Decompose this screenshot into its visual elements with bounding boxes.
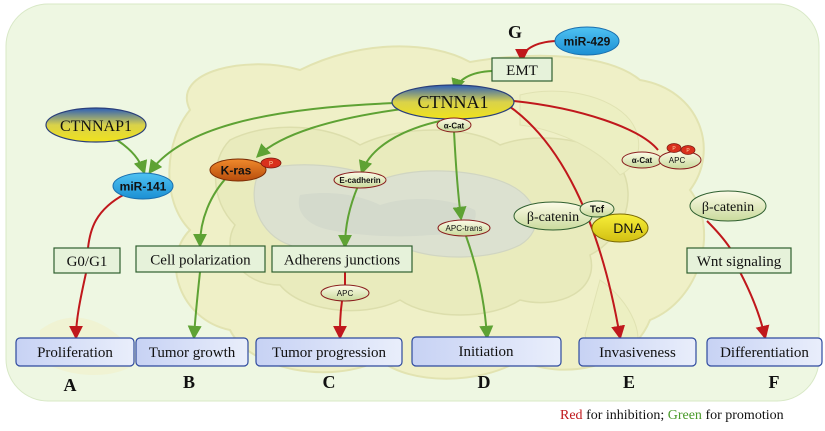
kras-phospho-node [260,157,282,169]
bcatenin-e-label: β-catenin [527,210,579,225]
tcf-label: Tcf [590,205,605,216]
phospho-node-2 [680,145,696,155]
apc-c-label: APC [337,289,354,298]
legend-green-word: Green [667,408,702,423]
outcome-invasiveness-label: Invasiveness [599,345,676,361]
arrow-wnt-differentiation [739,271,770,340]
outcome-tumor-progression-label: Tumor progression [272,345,387,361]
bcatenin-f-node [689,190,767,222]
outcome-tumor-growth [135,337,249,367]
adherens-junctions-label: Adherens junctions [284,253,400,269]
dna-node [591,213,649,243]
outcome-initiation-label: Initiation [459,344,514,360]
apc-trans-node [437,219,491,237]
adherens-junctions-box [271,245,413,273]
phospho-label-1: P [672,146,676,152]
legend: Red for inhibition; Green for promotion [560,408,784,424]
line-mir141-g0g1 [87,193,126,249]
apc-f-label: APC [669,156,686,165]
outcome-initiation [411,336,562,367]
mir429-node [554,26,620,56]
ecadherin-label: E-cadherin [339,176,380,185]
alpha-cat-label-top: α-Cat [444,122,465,131]
arrow-ctnna1-mir141 [148,102,397,175]
outcome-invasiveness [578,337,697,367]
panel-label-a: A [64,375,77,395]
emt-box [491,57,553,82]
ctnnap1-node [45,107,147,143]
arrow-ecadherin-adherens [338,185,359,249]
g0g1-box [53,247,121,274]
phospho-label-2: P [686,148,690,154]
apc-c-node [320,284,370,302]
arrow-alphacat-apctrans [452,130,467,221]
panel-label-g: G [508,22,522,42]
outcome-tumor-progression [255,337,403,367]
alpha-cat-node-top [436,117,472,133]
outcome-tumor-growth-label: Tumor growth [149,345,236,361]
outcome-differentiation [706,337,823,367]
legend-inhibition-text: for inhibition; [582,408,668,423]
wnt-signaling-label: Wnt signaling [697,254,782,270]
panel-label-d: D [478,372,491,392]
outcome-proliferation [15,337,135,367]
panel-label-c: C [323,372,336,392]
kras-node [209,158,267,182]
apc-f-node [658,150,702,170]
arrow-g0g1-proliferation [69,272,87,340]
alpha-cat-label-f: α-Cat [632,156,653,165]
apc-trans-label: APC-trans [446,224,483,233]
kras-phospho-label: P [269,162,273,168]
mir429-label: miR-429 [564,35,611,49]
tcf-node [579,200,615,218]
g0g1-label: G0/G1 [67,254,108,270]
cell-polarization-box [135,245,266,273]
arrow-ctnnap1-mir141 [116,139,148,175]
bcatenin-f-label: β-catenin [702,200,754,215]
kras-label: K-ras [221,164,252,178]
panel-label-e: E [623,372,635,392]
ctnna1-label: CTNNA1 [418,92,489,112]
arrow-ctnna1-invasiveness [505,103,626,340]
panel-label-f: F [769,372,780,392]
panel-label-b: B [183,372,195,392]
ecadherin-node [333,171,387,189]
outcome-proliferation-label: Proliferation [37,345,113,361]
cell-polarization-label: Cell polarization [150,253,251,269]
dna-label: DNA [613,220,643,236]
mir141-label: miR-141 [120,180,167,194]
line-ctnna1-apc-complex [513,100,659,151]
legend-red-word: Red [560,408,583,423]
line-bcatenin-wnt [706,220,731,249]
wnt-signaling-box [686,247,792,274]
legend-promotion-text: for promotion [701,408,784,423]
arrow-ctnna1-ecadherin [358,120,441,175]
arrow-kras-polarization [193,175,229,248]
emt-label: EMT [506,63,538,79]
mir141-node [112,172,174,200]
arrow-polarization-tumorgrowth [187,271,202,340]
intestine-illustration [40,45,705,380]
ctnnap1-label: CTNNAP1 [60,118,132,135]
arrow-apc-tumorprogression [333,300,348,340]
arrow-ctnna1-kras [255,107,411,158]
outcome-differentiation-label: Differentiation [720,345,809,361]
phospho-node-1 [666,143,682,153]
arrow-apctrans-initiation [465,235,494,340]
